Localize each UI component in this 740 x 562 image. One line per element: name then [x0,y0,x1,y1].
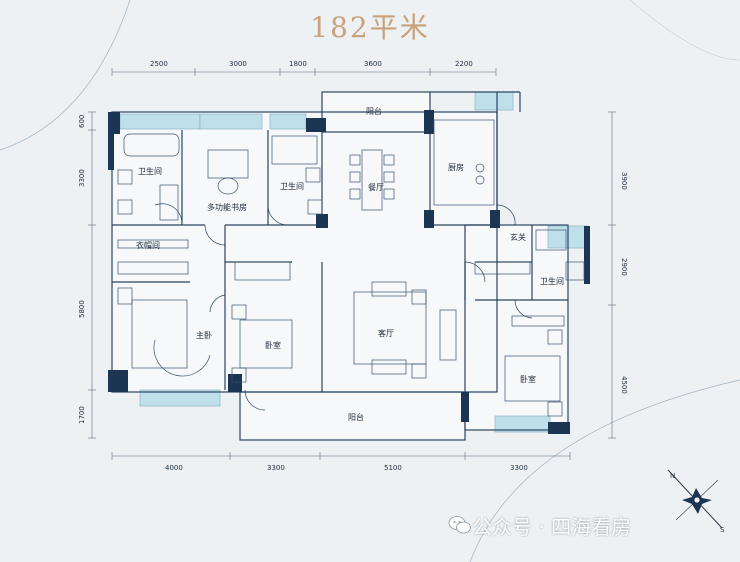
room-label-entrance: 玄关 [510,232,526,242]
room-label-living: 客厅 [378,328,394,338]
room-label-bathroom-2: 卫生间 [280,181,304,191]
decor-arc [0,0,131,151]
dim-left-1: 600 [78,115,86,128]
compass-icon: N S [667,469,725,534]
walls-thin [111,91,569,441]
dim-top-5: 2200 [455,60,473,68]
room-label-bedroom-1: 卧室 [265,340,281,350]
dim-bottom-3: 5100 [384,464,402,472]
decor-arc [629,0,740,61]
room-label-kitchen: 厨房 [448,162,464,172]
dim-top-3: 1800 [289,60,307,68]
decor-arc [469,379,740,562]
plan-title: 182平米 [310,11,430,44]
watermark-text: 公众号 · 四海看房 [472,515,632,539]
walls-structural [108,110,590,434]
dim-top-1: 2500 [150,60,168,68]
room-label-study: 多功能书房 [207,202,247,212]
dimension-lines [88,68,616,460]
dim-bottom-2: 3300 [267,464,285,472]
dim-right-3: 4500 [620,376,628,394]
dim-top-4: 3600 [364,60,382,68]
dim-right-1: 3900 [620,172,628,190]
wechat-icon [448,516,471,534]
room-label-bedroom-2: 卧室 [520,374,536,384]
room-label-dining: 餐厅 [368,183,384,192]
dim-left-3: 5800 [78,300,86,318]
dim-right-2: 2900 [620,258,628,276]
dim-bottom-4: 3300 [510,464,528,472]
dim-top-2: 3000 [229,60,247,68]
room-label-balcony-top: 阳台 [366,106,382,116]
dim-left-4: 1700 [78,406,86,424]
floor-area [112,92,568,440]
room-label-master: 主卧 [196,330,212,340]
door-swings [154,203,533,411]
compass-north-label: N [670,472,675,480]
compass-south-label: S [720,526,725,534]
room-label-bathroom-1: 卫生间 [138,166,162,176]
room-label-bathroom-3: 卫生间 [540,276,564,286]
dim-left-2: 3300 [78,169,86,187]
room-label-closet: 衣帽间 [136,240,160,250]
windows [119,91,589,433]
furniture [117,119,585,417]
room-label-balcony-bottom: 阳台 [348,412,364,422]
dim-bottom-1: 4000 [165,464,183,472]
